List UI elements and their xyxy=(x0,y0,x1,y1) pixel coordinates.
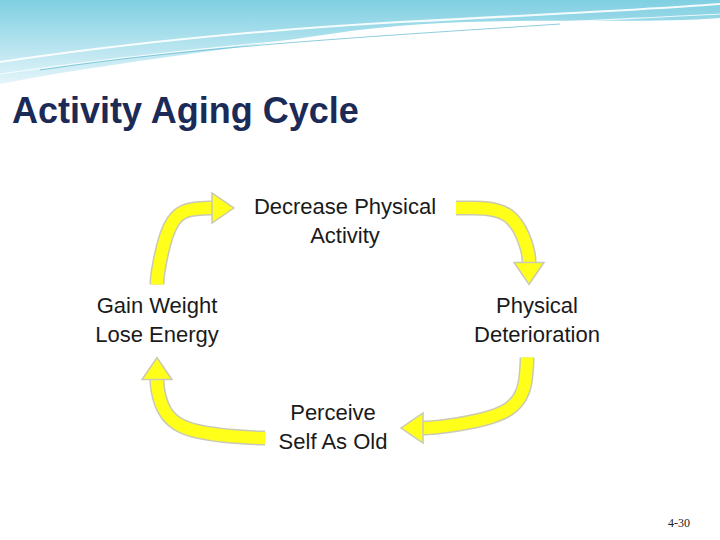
arrow-edge xyxy=(456,208,529,262)
step-text: Decrease Physical Activity xyxy=(240,193,450,250)
arrow-shaft xyxy=(157,208,212,284)
arrow-shaft xyxy=(423,358,527,428)
cycle-step: Gain Weight Lose Energy xyxy=(82,290,232,351)
cycle-arrow xyxy=(142,358,265,438)
step-text: Physical Deterioration xyxy=(457,292,617,349)
cycle-step: Physical Deterioration xyxy=(457,290,617,351)
arrow-head xyxy=(212,193,234,223)
cycle-arrow xyxy=(401,358,527,443)
cycle-step: Decrease Physical Activity xyxy=(240,191,450,252)
arrow-head xyxy=(514,262,544,284)
slide-title: Activity Aging Cycle xyxy=(12,90,359,132)
step-text: Gain Weight Lose Energy xyxy=(82,292,232,349)
page-number: 4-30 xyxy=(668,516,690,531)
arrow-head xyxy=(142,358,172,380)
cycle-step: Perceive Self As Old xyxy=(271,397,395,458)
cycle-arrow xyxy=(456,208,544,284)
arrow-edge xyxy=(423,358,527,428)
arrow-edge xyxy=(157,208,212,284)
cycle-arrow xyxy=(157,193,234,284)
step-text: Perceive Self As Old xyxy=(271,399,395,456)
arrow-head xyxy=(401,413,423,443)
arrow-edge xyxy=(157,380,265,438)
arrow-shaft xyxy=(157,380,265,438)
arrow-shaft xyxy=(456,208,529,262)
